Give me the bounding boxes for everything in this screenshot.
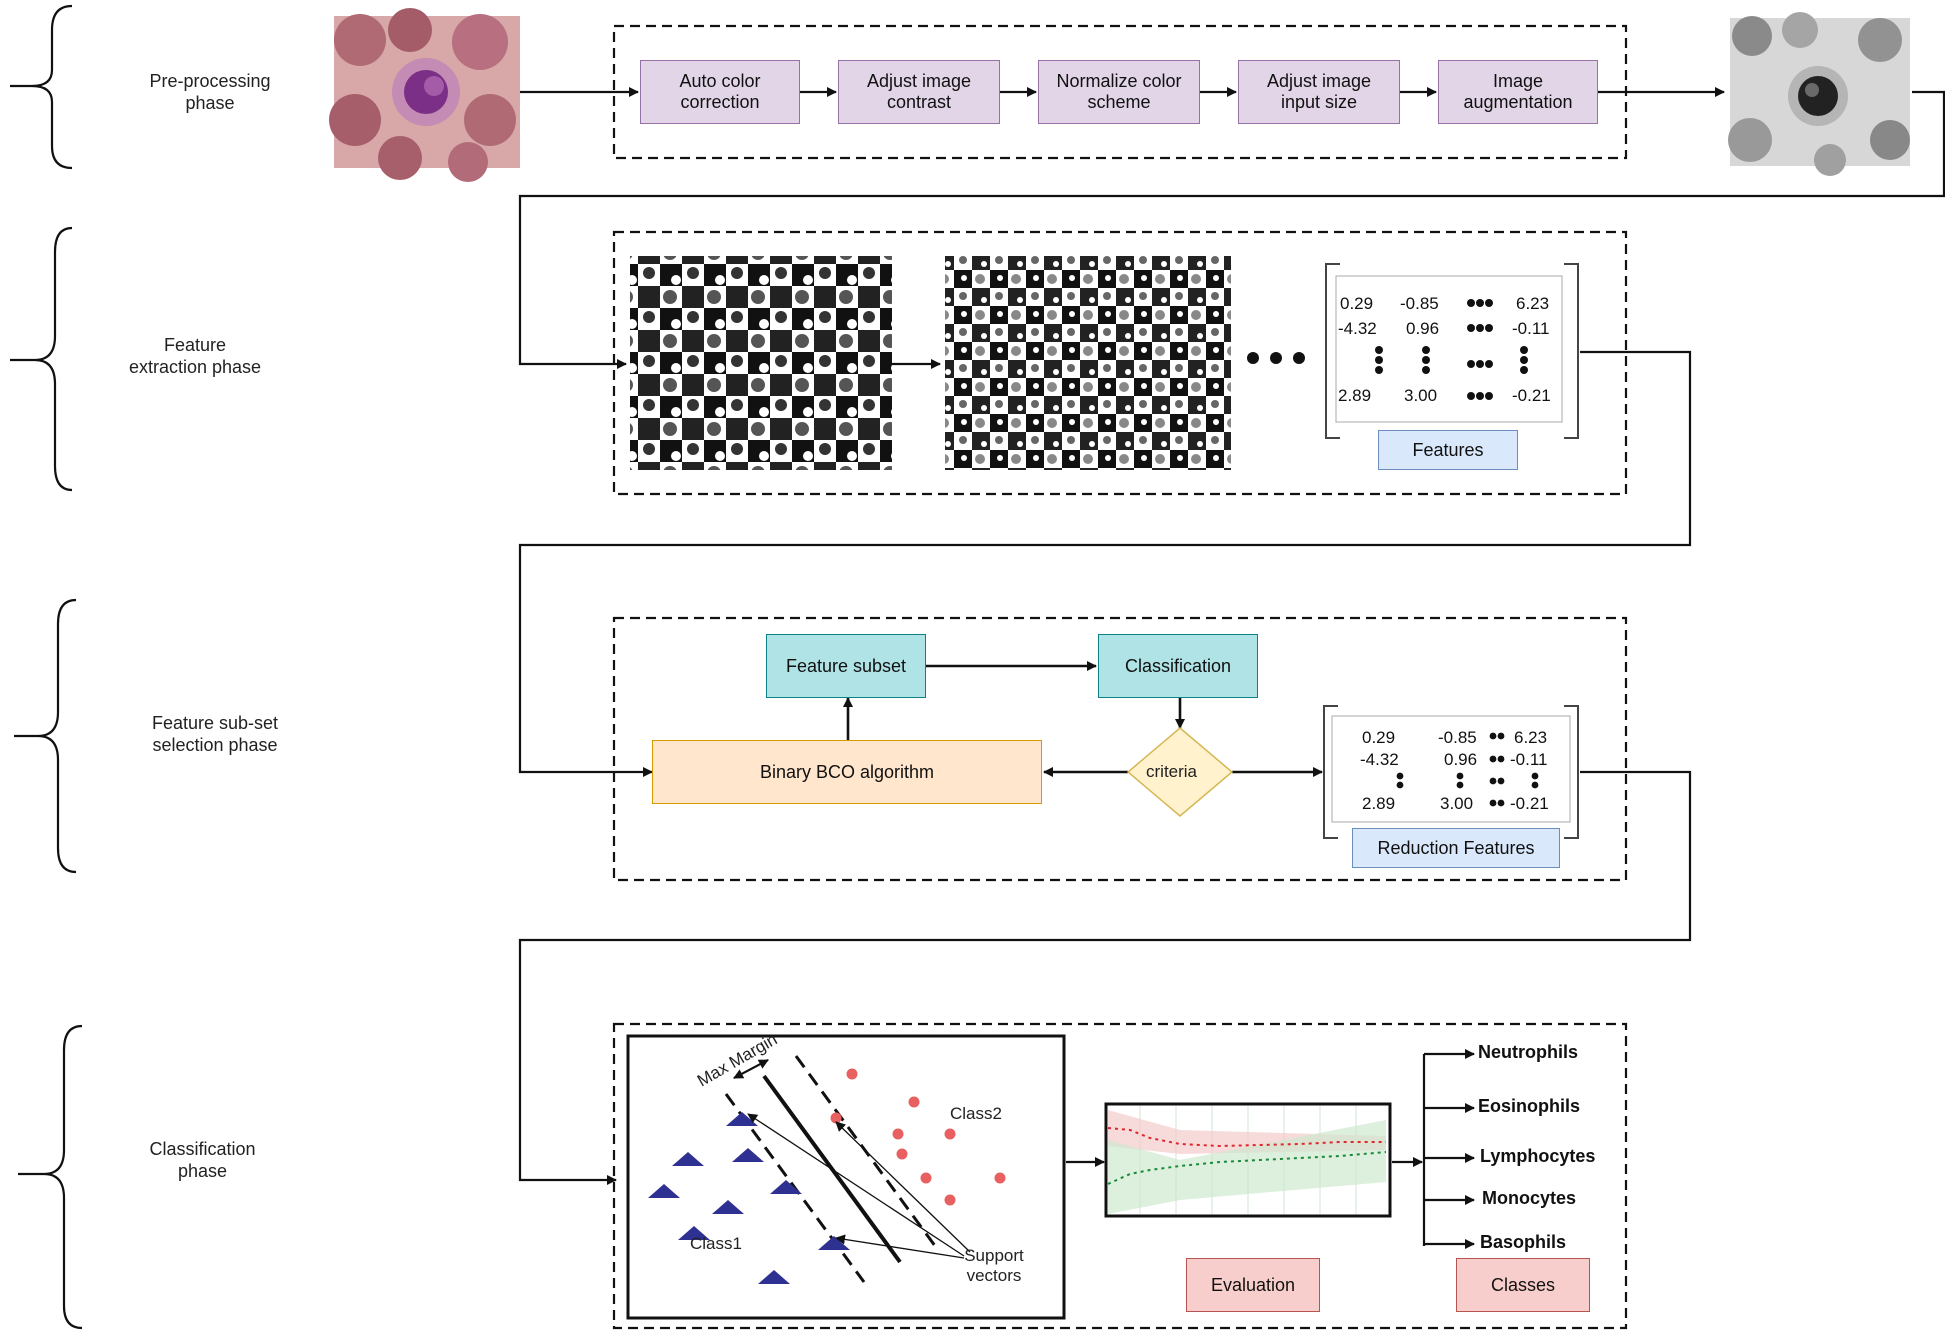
phase-label-classification: Classification phase: [100, 1138, 305, 1182]
step-text: input size: [1280, 92, 1358, 112]
feature-value: 0.96: [1406, 319, 1440, 338]
reduced-value: 2.89: [1362, 794, 1396, 813]
reduction-features-label: Reduction Features: [1352, 828, 1560, 868]
phase-label-line: selection phase: [152, 735, 278, 755]
ellipsis-dots: [1247, 352, 1305, 364]
reduced-value: 0.29: [1362, 728, 1396, 747]
connector-to-selection: [518, 350, 1692, 777]
class2-dots: [830, 1068, 1006, 1206]
support-vector-pointers: [747, 1113, 971, 1259]
brace-selection: [14, 598, 77, 874]
step-text: Auto color: [679, 71, 761, 91]
features-dots: [1375, 299, 1528, 400]
features-brackets: [1325, 263, 1579, 439]
feature-value: -4.32: [1338, 319, 1377, 338]
step-text: Adjust image: [1266, 71, 1372, 91]
step-text: scheme: [1087, 92, 1151, 112]
feature-value: 0.29: [1340, 294, 1374, 313]
class1-label: Class1: [690, 1234, 742, 1253]
feature-value: -0.85: [1400, 294, 1439, 313]
reduced-dots: [1396, 732, 1539, 807]
feature-value: 2.89: [1338, 386, 1372, 405]
support-vectors-line: Support: [964, 1246, 1024, 1265]
step-text: Image: [1492, 71, 1544, 91]
phase-label-line: Feature: [163, 335, 227, 355]
class-arrows: [1422, 1049, 1475, 1249]
class2-label: Class2: [950, 1104, 1002, 1123]
reduced-value: -0.21: [1510, 794, 1549, 813]
class-lymphocytes: Lymphocytes: [1480, 1146, 1596, 1166]
step-text: correction: [680, 92, 760, 112]
feature-subset-box: Feature subset: [766, 634, 926, 698]
reduced-value: -4.32: [1360, 750, 1399, 769]
classification-box: Classification: [1098, 634, 1258, 698]
connector-to-extraction: [518, 90, 1945, 369]
brace-classification: [18, 1024, 83, 1330]
evaluation-label: Evaluation: [1186, 1258, 1320, 1312]
phase-label-line: phase: [185, 93, 235, 113]
step-text: Adjust image: [866, 71, 972, 91]
preprocessed-cell-image: [1728, 12, 1910, 176]
feature-map-2: [945, 256, 1231, 470]
feature-value: 6.23: [1516, 294, 1550, 313]
phase-label-selection: Feature sub-set selection phase: [105, 712, 325, 756]
reduced-value: -0.85: [1438, 728, 1477, 747]
phase-label-line: Pre-processing: [149, 71, 271, 91]
step-text: contrast: [886, 92, 952, 112]
feature-map-1: [630, 256, 892, 470]
phase-braces: [10, 4, 83, 1330]
reduced-value: 0.96: [1444, 750, 1478, 769]
binary-bco-box: Binary BCO algorithm: [652, 740, 1042, 804]
class-neutrophils: Neutrophils: [1478, 1042, 1579, 1062]
feature-value: 3.00: [1404, 386, 1438, 405]
feature-value: -0.11: [1512, 319, 1550, 338]
criteria-diamond: [1126, 727, 1234, 817]
selection-arrows: [843, 661, 1323, 777]
reduced-brackets: [1323, 705, 1579, 839]
support-vectors-line: vectors: [966, 1266, 1022, 1285]
reduced-value: 3.00: [1440, 794, 1474, 813]
features-label: Features: [1378, 430, 1518, 470]
evaluation-chart: [1104, 1102, 1392, 1218]
criteria-label: criteria: [1146, 762, 1198, 781]
class-basophils: Basophils: [1480, 1232, 1567, 1252]
class-monocytes: Monocytes: [1482, 1188, 1577, 1208]
step-text: Normalize color: [1056, 71, 1182, 91]
phase-label-line: Classification: [149, 1139, 256, 1159]
step-text: augmentation: [1463, 92, 1573, 112]
classes-label: Classes: [1456, 1258, 1590, 1312]
feature-value: -0.21: [1512, 386, 1551, 405]
phase-label-preprocessing: Pre-processing phase: [100, 70, 320, 114]
connector-to-classification: [518, 770, 1692, 1185]
phase-label-extraction: Feature extraction phase: [90, 334, 300, 378]
reduced-value: -0.11: [1510, 750, 1548, 769]
brace-preprocessing: [10, 4, 73, 170]
input-cell-image: [329, 8, 520, 182]
brace-extraction: [10, 226, 73, 492]
phase-label-line: Feature sub-set: [151, 713, 279, 733]
svm-panel: [626, 1034, 1066, 1320]
reduced-value: 6.23: [1514, 728, 1548, 747]
class-eosinophils: Eosinophils: [1478, 1096, 1581, 1116]
phase-label-line: phase: [177, 1161, 228, 1181]
phase-label-line: extraction phase: [128, 357, 262, 377]
